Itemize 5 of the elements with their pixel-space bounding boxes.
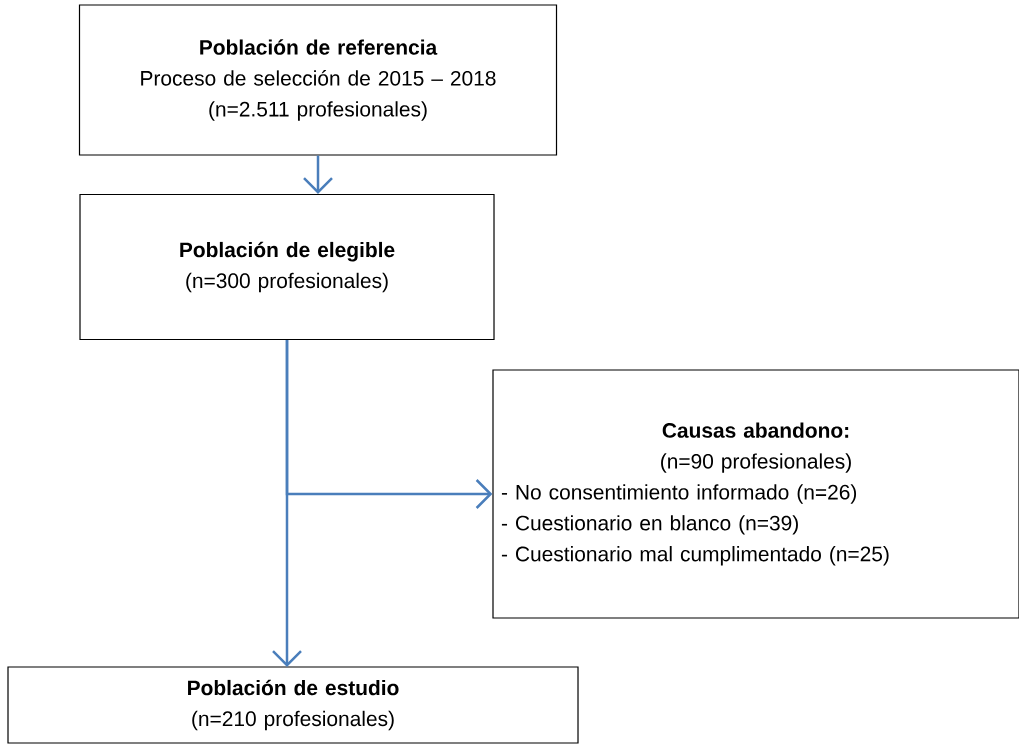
- arrow: [272, 340, 302, 667]
- process-box: Población de elegible (n=300 profesionales): [79, 193, 495, 341]
- process-box: Causas abandono: (n=90 profesionales) - No consentimiento informado (n=26) - Cuestionario en blanco (n=39) - Cuestionario mal cumplimentado (n=25): [492, 369, 1019, 619]
- process-box: Población de referencia Proceso de selección de 2015 – 2018 (n=2.511 profesionales): [78, 4, 558, 156]
- process-box: Población de estudio (n=210 profesionales): [7, 666, 579, 744]
